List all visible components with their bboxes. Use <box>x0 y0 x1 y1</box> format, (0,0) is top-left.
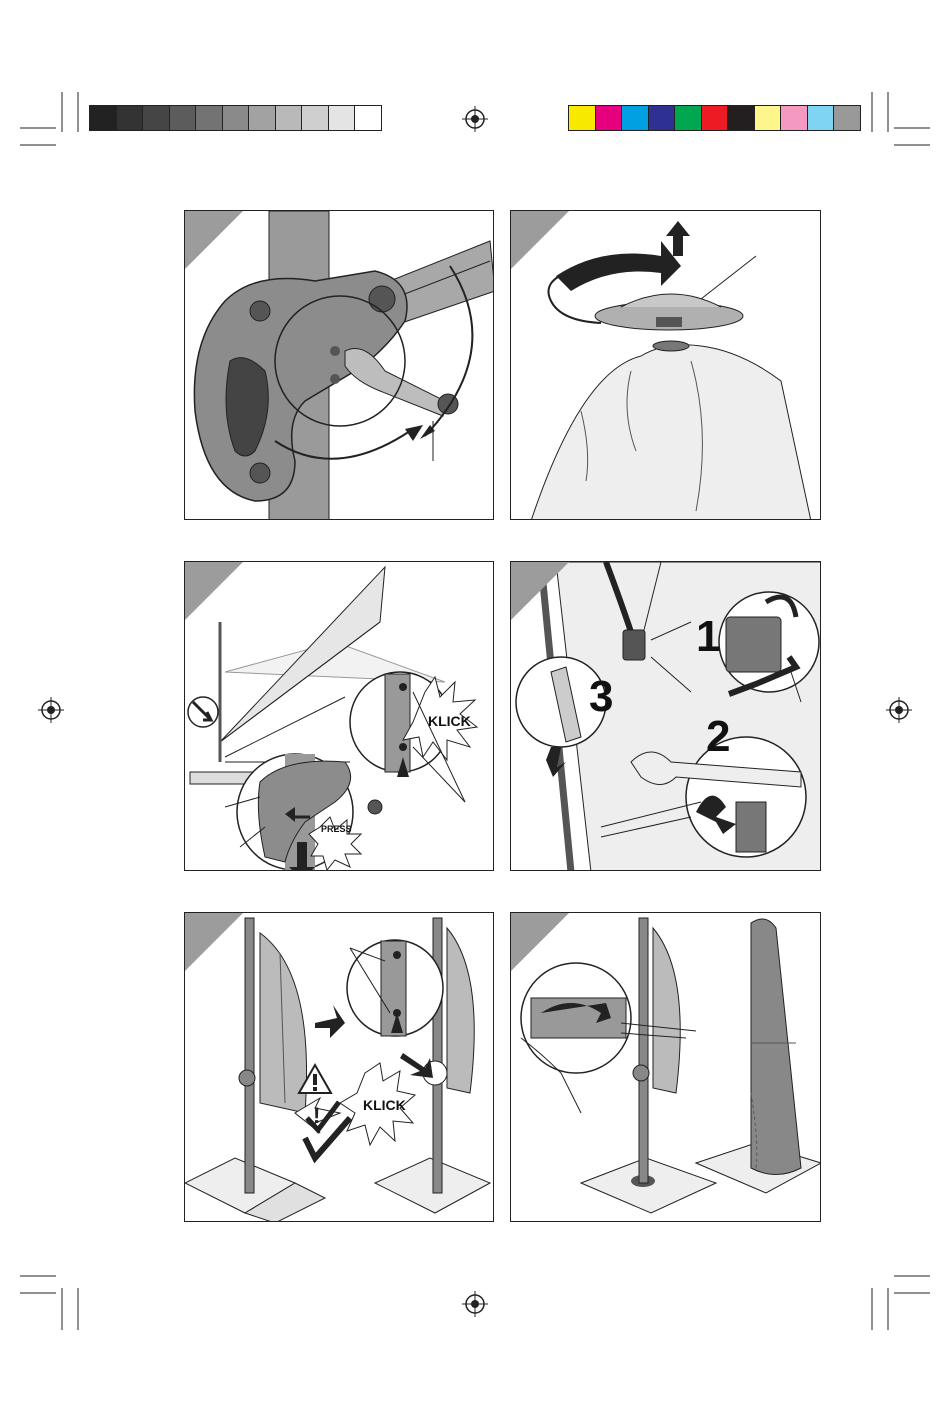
color-swatch <box>674 105 702 131</box>
panel-corner-marker <box>185 913 243 971</box>
check-mark-icon <box>303 1098 343 1134</box>
registration-mark-bottom-icon <box>462 1291 488 1317</box>
klick-label: KLICK <box>428 713 471 729</box>
panel-tilt-lock: KLICK PRESS <box>184 561 494 871</box>
panel-tilt-handle <box>184 210 494 520</box>
panel-corner-marker <box>511 562 569 620</box>
color-swatch <box>701 105 729 131</box>
color-swatch <box>727 105 755 131</box>
color-swatch <box>195 105 223 131</box>
panel-remove-cap <box>510 210 821 520</box>
panel-corner-marker <box>511 913 569 971</box>
color-swatch <box>807 105 835 131</box>
color-swatch <box>301 105 329 131</box>
color-swatch <box>833 105 861 131</box>
warning-triangle-icon <box>297 1063 333 1095</box>
registration-mark-left-icon <box>38 697 64 723</box>
color-swatch <box>116 105 144 131</box>
registration-mark-top-icon <box>462 106 488 132</box>
step-number-3: 3 <box>589 672 613 722</box>
panel-steps: 1 2 3 <box>510 561 821 871</box>
panel-corner-marker <box>185 211 243 269</box>
color-swatch <box>222 105 250 131</box>
panel-corner-marker <box>185 562 243 620</box>
color-swatch <box>275 105 303 131</box>
color-swatch <box>89 105 117 131</box>
step-number-1: 1 <box>696 612 720 662</box>
registration-mark-right-icon <box>886 697 912 723</box>
color-swatch <box>780 105 808 131</box>
panel-corner-marker <box>511 211 569 269</box>
panel-cover-umbrella <box>510 912 821 1222</box>
color-swatch <box>169 105 197 131</box>
color-swatch <box>568 105 596 131</box>
color-swatch <box>248 105 276 131</box>
color-swatch <box>754 105 782 131</box>
color-swatch <box>142 105 170 131</box>
color-swatch <box>621 105 649 131</box>
klick-label: KLICK <box>363 1097 406 1113</box>
step-number-2: 2 <box>706 712 730 762</box>
color-swatch <box>595 105 623 131</box>
panel-fold-umbrella: ! KLICK <box>184 912 494 1222</box>
color-swatch <box>648 105 676 131</box>
color-swatch <box>328 105 356 131</box>
color-swatch <box>354 105 382 131</box>
press-label: PRESS <box>321 824 352 834</box>
